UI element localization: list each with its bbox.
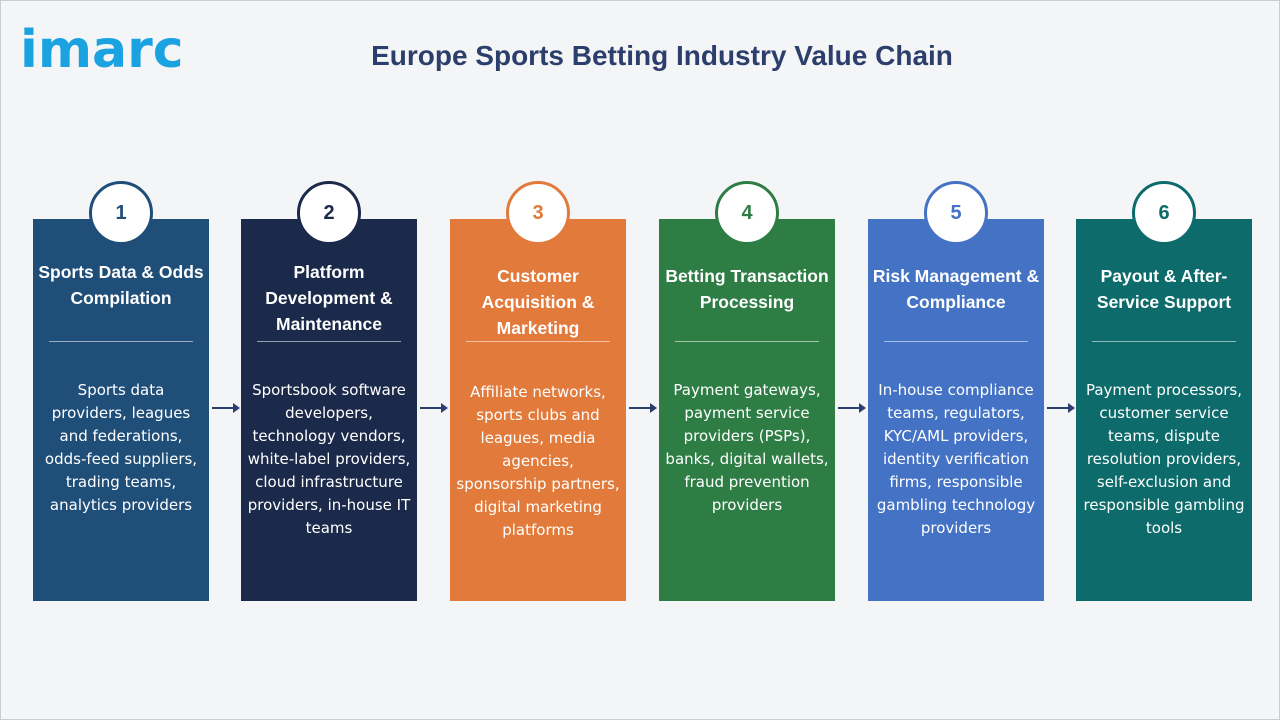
stage-number-badge: 6 bbox=[1132, 181, 1196, 245]
flow-arrow-icon bbox=[420, 403, 448, 413]
stage-number-badge: 3 bbox=[506, 181, 570, 245]
stage-heading: Payout & After-Service Support bbox=[1096, 266, 1232, 312]
stage-number-badge: 1 bbox=[89, 181, 153, 245]
stage-heading: Platform Development & Maintenance bbox=[265, 262, 393, 334]
stage-divider bbox=[884, 341, 1028, 342]
flow-arrow-icon bbox=[838, 403, 866, 413]
stage-description: Affiliate networks, sports clubs and lea… bbox=[456, 383, 620, 539]
stage-divider bbox=[466, 341, 610, 342]
stage-divider bbox=[1092, 341, 1236, 342]
stage-divider bbox=[49, 341, 193, 342]
stage-description: Payment processors, customer service tea… bbox=[1083, 381, 1245, 537]
stage-description: Payment gateways, payment service provid… bbox=[665, 381, 829, 514]
flow-arrow-icon bbox=[212, 403, 240, 413]
stage-number-badge: 2 bbox=[297, 181, 361, 245]
stage-heading: Risk Management & Compliance bbox=[872, 266, 1040, 312]
flow-arrow-icon bbox=[629, 403, 657, 413]
stage-heading: Customer Acquisition & Marketing bbox=[481, 266, 595, 338]
logo-text: imarc bbox=[20, 20, 184, 80]
stage-number-badge: 4 bbox=[715, 181, 779, 245]
page-title: Europe Sports Betting Industry Value Cha… bbox=[371, 40, 953, 71]
stage-description: Sportsbook software developers, technolo… bbox=[247, 381, 411, 537]
stage-divider bbox=[675, 341, 819, 342]
flow-arrow-icon bbox=[1047, 403, 1075, 413]
stage-heading: Sports Data & Odds Compilation bbox=[38, 262, 204, 308]
stage-divider bbox=[257, 341, 401, 342]
stage-description: Sports data providers, leagues and feder… bbox=[44, 381, 198, 514]
imarc-logo: imarc bbox=[20, 16, 200, 78]
stage-heading: Betting Transaction Processing bbox=[665, 266, 829, 312]
stage-number-badge: 5 bbox=[924, 181, 988, 245]
stage-description: In-house compliance teams, regulators, K… bbox=[876, 381, 1036, 537]
